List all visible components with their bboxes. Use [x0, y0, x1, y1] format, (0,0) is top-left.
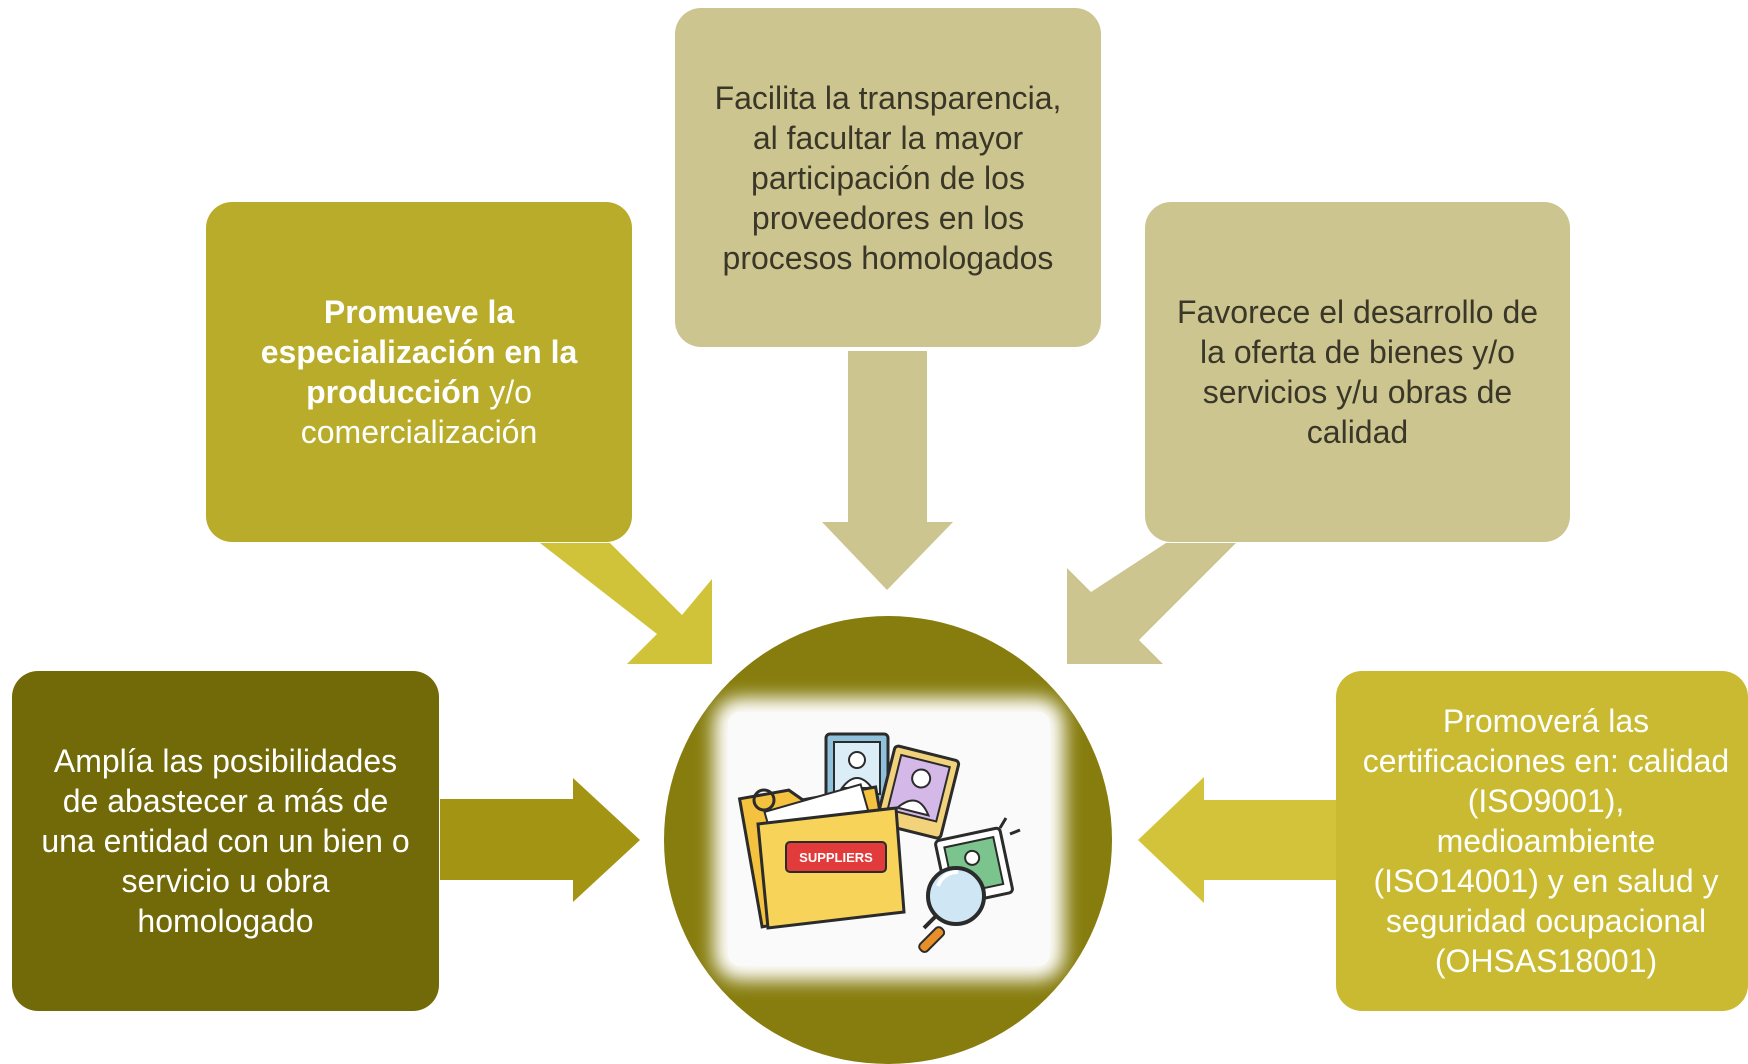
box-promovera: Promoverá las certificaciones en: calida…	[1336, 671, 1748, 1011]
transparencia-line-4: proveedores en los	[751, 200, 1025, 236]
promovera-line-3: (ISO9001),	[1467, 783, 1625, 819]
promovera-line-4: medioambiente	[1436, 823, 1656, 859]
amplia-line-4: servicio u obra	[121, 863, 330, 899]
folder-label: SUPPLIERS	[799, 850, 873, 865]
suppliers-illustration: SUPPLIERS	[728, 712, 1050, 966]
promovera-line-2: certificaciones en: calidad	[1362, 743, 1730, 779]
amplia-line-5: homologado	[137, 903, 314, 939]
arrow-left-from-promovera	[1138, 777, 1336, 903]
arrow-diagonal-from-especializacion	[540, 543, 712, 664]
favorece-line-1: Favorece el desarrollo de	[1176, 294, 1539, 330]
amplia-line-1: Amplía las posibilidades	[53, 743, 398, 779]
favorece-line-4: calidad	[1306, 414, 1409, 450]
especializacion-line-4: comercialización	[300, 414, 538, 450]
arrow-diagonal-from-favorece	[1067, 543, 1236, 664]
promovera-line-7: (OHSAS18001)	[1434, 943, 1658, 979]
especializacion-line-3-rest: y/o	[480, 374, 532, 410]
especializacion-line-1: Promueve la	[323, 294, 515, 330]
box-especializacion: Promueve la especialización en la produc…	[206, 202, 632, 542]
transparencia-line-5: procesos homologados	[722, 240, 1054, 276]
arrow-right-from-amplia	[440, 778, 640, 902]
arrow-down-from-transparencia	[822, 351, 953, 590]
amplia-line-2: de abastecer a más de	[62, 783, 389, 819]
box-transparencia: Facilita la transparencia, al facultar l…	[675, 8, 1101, 347]
magnifier-icon	[918, 866, 986, 954]
transparencia-line-3: participación de los	[751, 160, 1025, 196]
favorece-line-3: servicios y/u obras de	[1202, 374, 1513, 410]
transparencia-line-1: Facilita la transparencia,	[714, 80, 1062, 116]
promovera-line-5: (ISO14001) y en salud y	[1373, 863, 1719, 899]
box-amplia: Amplía las posibilidades de abastecer a …	[12, 671, 439, 1011]
especializacion-line-2: especialización en la	[260, 334, 578, 370]
favorece-line-2: la oferta de bienes y/o	[1200, 334, 1515, 370]
promovera-line-6: seguridad ocupacional	[1385, 903, 1707, 939]
amplia-line-3: una entidad con un bien o	[41, 823, 410, 859]
sparkle-icon	[998, 817, 1021, 836]
folder-icon: SUPPLIERS	[737, 783, 906, 930]
promovera-line-1: Promoverá las	[1442, 703, 1650, 739]
transparencia-line-2: al facultar la mayor	[752, 120, 1024, 156]
box-favorece: Favorece el desarrollo de la oferta de b…	[1145, 202, 1570, 542]
especializacion-line-3-bold: producción	[306, 374, 481, 410]
